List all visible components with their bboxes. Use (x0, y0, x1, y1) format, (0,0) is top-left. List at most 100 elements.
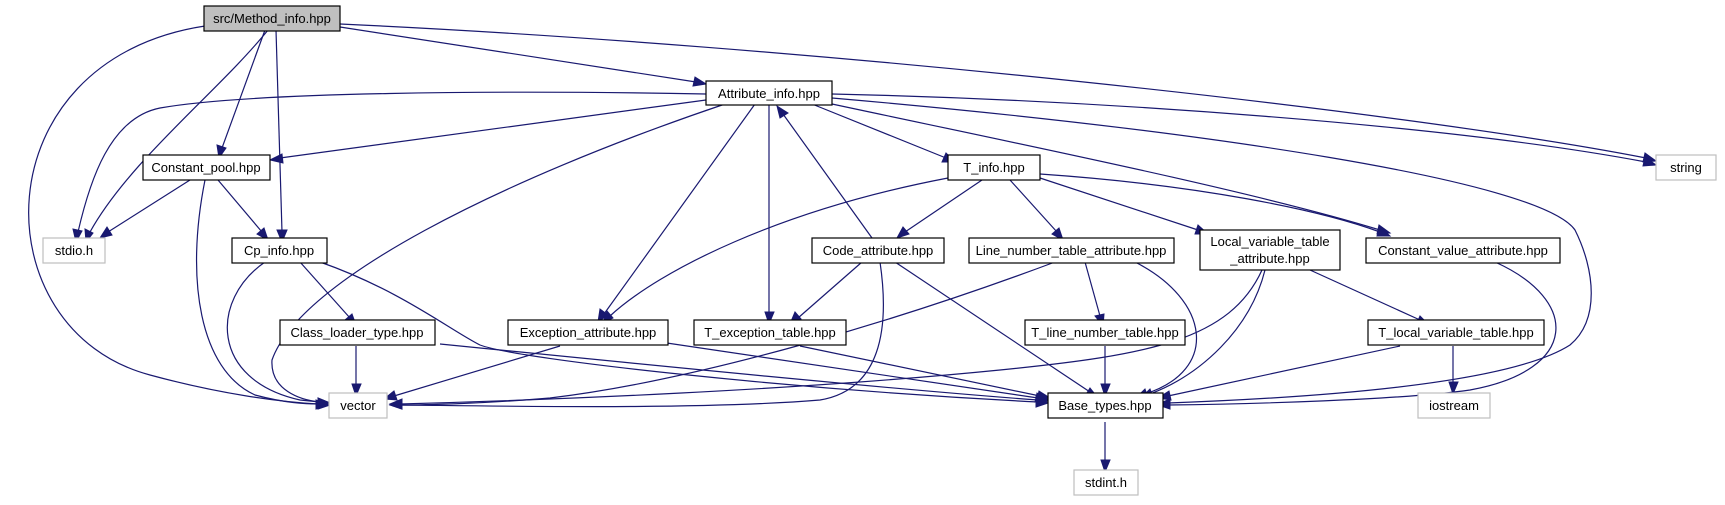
edge-localvariable-tlocal (1309, 269, 1421, 321)
node-line-number-table-attribute[interactable]: Line_number_table_attribute.hpp (968, 237, 1175, 264)
edge-code-texception (797, 261, 863, 319)
node-label: stdio.h (55, 243, 93, 258)
node-label: T_line_number_table.hpp (1031, 325, 1178, 340)
node-local-variable-table-attribute[interactable]: Local_variable_table _attribute.hpp (1199, 229, 1341, 271)
edge-attribute-basetypes (831, 97, 1592, 404)
edge-texception-basetypes (799, 345, 1041, 397)
node-label: stdint.h (1085, 475, 1127, 490)
edge-attribute-string (831, 93, 1647, 163)
edge-cpinfo-basetypes (319, 261, 1039, 403)
edge-attribute-constantpool (279, 99, 707, 159)
node-code-attribute[interactable]: Code_attribute.hpp (811, 237, 945, 264)
arrow-head (776, 104, 789, 119)
edge-constantpool-stdio (107, 179, 191, 233)
edge-code-attribute (782, 113, 873, 239)
node-label: iostream (1429, 398, 1479, 413)
edge-method-stdio (89, 29, 269, 233)
arrow-head (317, 397, 332, 408)
arrow-head (276, 229, 288, 244)
edge-attribute-exception (603, 103, 756, 315)
node-label: T_info.hpp (963, 160, 1024, 175)
edge-attribute-stdio (77, 91, 707, 233)
arrow-head (98, 226, 113, 239)
edge-exception-vector (393, 345, 561, 397)
node-t-exception-table[interactable]: T_exception_table.hpp (693, 319, 847, 346)
node-vector[interactable]: vector (328, 392, 388, 419)
arrow-head (764, 311, 775, 326)
node-label: T_exception_table.hpp (704, 325, 836, 340)
node-label: Cp_info.hpp (244, 243, 314, 258)
node-label: Constant_pool.hpp (151, 160, 260, 175)
node-label: T_local_variable_table.hpp (1378, 325, 1533, 340)
node-method-info[interactable]: src/Method_info.hpp (203, 5, 341, 32)
node-label: Code_attribute.hpp (823, 243, 934, 258)
node-label: Constant_value_attribute.hpp (1378, 243, 1548, 258)
edge-method-vector (28, 25, 319, 405)
node-cp-info[interactable]: Cp_info.hpp (231, 237, 328, 264)
arrow-head (1448, 381, 1459, 396)
node-label: Local_variable_table (1210, 234, 1329, 249)
node-label: Attribute_info.hpp (718, 86, 820, 101)
edge-tinfo-exception (609, 177, 949, 317)
node-string[interactable]: string (1655, 154, 1717, 181)
edge-code-vector (399, 261, 884, 408)
edge-tinfo-localvariable (1039, 177, 1199, 231)
edge-method-cpinfo (275, 29, 283, 233)
edge-linenumber-basetypes (1134, 261, 1197, 395)
edge-tinfo-constvalue (1039, 173, 1381, 233)
edge-attribute-tinfo (811, 103, 947, 159)
graph-nodes: src/Method_info.hpp Attribute_info.hpp s… (42, 5, 1717, 496)
node-label: Line_number_table_attribute.hpp (976, 243, 1167, 258)
edge-method-attribute (339, 26, 697, 83)
node-label: Exception_attribute.hpp (520, 325, 657, 340)
edge-constantpool-cpinfo (217, 179, 263, 233)
node-stdint-h[interactable]: stdint.h (1073, 469, 1139, 496)
node-constant-value-attribute[interactable]: Constant_value_attribute.hpp (1365, 237, 1561, 264)
edge-cpinfo-classloader (299, 261, 351, 319)
edge-code-basetypes (894, 261, 1091, 393)
edge-localvariable-vector (399, 269, 1263, 405)
node-base-types[interactable]: Base_types.hpp (1047, 392, 1164, 419)
node-label: _attribute.hpp (1229, 251, 1310, 266)
node-attribute-info[interactable]: Attribute_info.hpp (705, 80, 833, 106)
node-label: Base_types.hpp (1058, 398, 1151, 413)
arrow-head (1156, 399, 1171, 410)
edge-tlocal-basetypes (1167, 345, 1401, 397)
arrow-head (256, 227, 269, 242)
edge-method-string (339, 23, 1647, 159)
edge-method-constantpool (221, 29, 266, 149)
arrow-head (895, 226, 910, 239)
edge-classloader-basetypes (439, 343, 1039, 401)
edge-exception-basetypes (659, 341, 1039, 399)
node-t-info[interactable]: T_info.hpp (947, 154, 1041, 181)
edge-tinfo-code (904, 179, 983, 233)
edge-attribute-constvalue (831, 103, 1381, 231)
arrow-head (692, 76, 708, 87)
arrow-head (1036, 390, 1052, 401)
arrow-head (1376, 226, 1392, 237)
arrow-head (351, 383, 362, 398)
edge-attribute-vector (271, 103, 726, 403)
edge-linenumber-vector (399, 261, 1056, 406)
node-constant-pool[interactable]: Constant_pool.hpp (142, 154, 271, 181)
arrow-head (1642, 156, 1658, 167)
edge-linenumber-tlinenumber (1084, 261, 1101, 317)
node-exception-attribute[interactable]: Exception_attribute.hpp (507, 319, 669, 346)
arrow-head (1051, 227, 1064, 242)
node-stdio-h[interactable]: stdio.h (42, 237, 106, 264)
node-t-line-number-table[interactable]: T_line_number_table.hpp (1024, 319, 1186, 346)
node-iostream[interactable]: iostream (1417, 392, 1491, 419)
node-label: string (1670, 160, 1702, 175)
node-t-local-variable-table[interactable]: T_local_variable_table.hpp (1367, 319, 1545, 346)
arrow-head (597, 308, 609, 324)
node-label: vector (340, 398, 376, 413)
node-label: Class_loader_type.hpp (291, 325, 424, 340)
edge-constantpool-vector (196, 179, 321, 405)
arrow-head (1100, 383, 1111, 398)
edge-constvalue-basetypes (1167, 261, 1557, 406)
node-class-loader-type[interactable]: Class_loader_type.hpp (279, 319, 436, 346)
node-label: src/Method_info.hpp (213, 11, 331, 26)
edge-cpinfo-vector (226, 261, 321, 403)
arrow-head (388, 398, 403, 409)
